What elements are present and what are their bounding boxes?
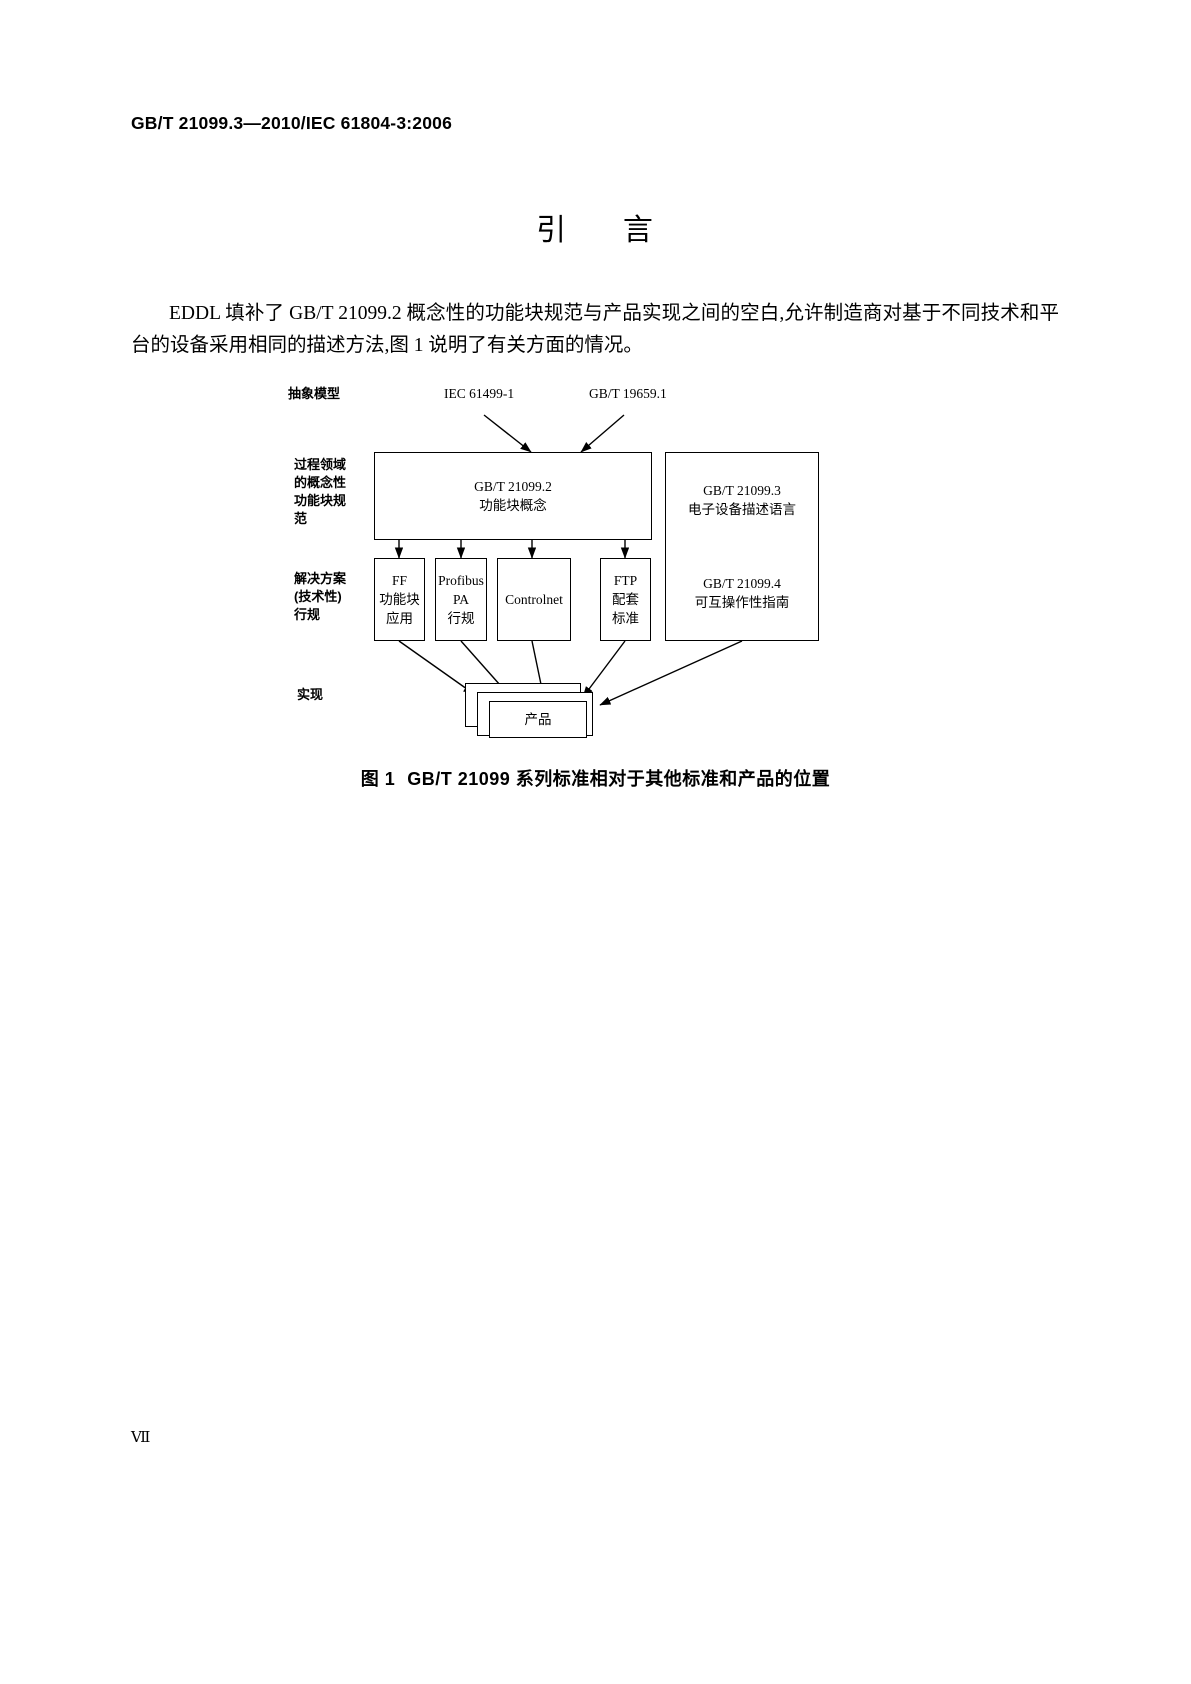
page-title-char-2: 言	[622, 214, 655, 247]
figure-box-eddl-and-interop: GB/T 21099.3 电子设备描述语言 GB/T 21099.4 可互操作性…	[665, 452, 819, 641]
document-header-standard-id: GB/T 21099.3—2010/IEC 61804-3:2006	[131, 113, 453, 133]
figure-box-profibus-pa-text: Profibus PA 行规	[438, 573, 484, 626]
figure-row-label-solution-profile: 解决方案 (技术性) 行规	[294, 571, 347, 622]
figure-box-function-block-concept-text: GB/T 21099.2 功能块概念	[474, 479, 552, 513]
figure-label-iec-61499-1: IEC 61499-1	[444, 386, 515, 401]
figure-box-eddl-text: GB/T 21099.3 电子设备描述语言	[688, 482, 796, 517]
figure-box-function-block-concept: GB/T 21099.2 功能块概念	[374, 452, 652, 540]
page-title-char-1: 引	[536, 214, 569, 247]
figure-row-label-implementation: 实现	[297, 687, 324, 702]
figure-box-ftp-text: FTP 配套 标准	[612, 573, 639, 626]
figure-label-abstract-model: 抽象模型	[288, 386, 341, 401]
figure-box-ftp: FTP 配套 标准	[600, 558, 651, 641]
figure-box-controlnet-text: Controlnet	[505, 592, 563, 607]
figure-caption-prefix: 图 1	[360, 769, 396, 789]
figure-box-interoperability-text: GB/T 21099.4 可互操作性指南	[694, 576, 790, 611]
figure-row-label-process-domain: 过程领域 的概念性 功能块规 范	[294, 457, 347, 526]
figure-label-gbt-19659-1: GB/T 19659.1	[589, 386, 667, 401]
figure-box-profibus-pa: Profibus PA 行规	[435, 558, 487, 641]
page-number: Ⅶ	[131, 1430, 151, 1446]
intro-paragraph-line-1: EDDL 填补了 GB/T 21099.2 概念性的功能块规范与产品实现之间的空…	[169, 303, 961, 324]
figure-box-product-text: 产品	[524, 712, 552, 727]
figure-box-ff: FF 功能块 应用	[374, 558, 425, 641]
figure-box-product-front: 产品	[489, 701, 587, 738]
figure-caption: 图 1 GB/T 21099 系列标准相对于其他标准和产品的位置	[0, 765, 1191, 791]
figure-box-ff-text: FF 功能块 应用	[379, 573, 420, 626]
intro-paragraph: EDDL 填补了 GB/T 21099.2 概念性的功能块规范与产品实现之间的空…	[131, 298, 1059, 362]
figure-box-controlnet: Controlnet	[497, 558, 571, 641]
figure-caption-text: GB/T 21099 系列标准相对于其他标准和产品的位置	[407, 769, 831, 789]
page-title: 引 言	[0, 205, 1191, 249]
intro-paragraph-line-2: 同技术和平台的设备采用相同的描述方法,图 1 说明了有关方面的情况。	[131, 303, 1059, 356]
